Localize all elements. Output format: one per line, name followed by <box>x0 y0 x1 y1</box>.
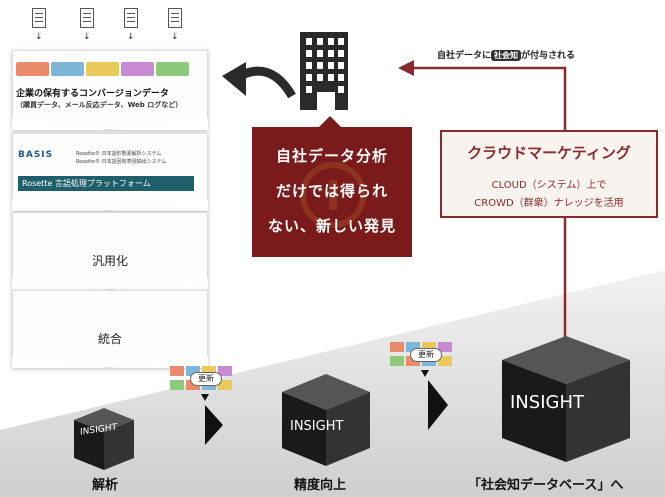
company-data-title: 企業の保有するコンバージョンデータ <box>16 89 169 99</box>
social-knowledge-badge: 社会知 <box>491 50 522 61</box>
basis-logo: BASIS <box>18 150 54 160</box>
step-rosette <box>12 133 208 211</box>
generalize-label: 汎用化 <box>91 254 128 268</box>
cloud-line-2: CROWD（群衆）ナレッジを活用 <box>474 198 624 209</box>
data-chip <box>121 62 154 76</box>
building-icon <box>300 32 348 110</box>
rosette-platform-bar: Rosette 言語処理プラットフォーム <box>18 176 194 191</box>
update-badge: 更新 <box>170 366 242 394</box>
social-database-label: 「社会知データベース」へ <box>468 478 624 493</box>
key-watermark-icon <box>300 162 366 228</box>
cloud-marketing-title: クラウドマーケティング <box>467 144 631 162</box>
update-badge: 更新 <box>390 342 462 370</box>
update-label: 更新 <box>190 372 222 386</box>
red-panel-pointer <box>318 116 342 128</box>
document-icons: ↓ ↓ ↓ ↓ <box>30 8 190 48</box>
basis-line-1: Rosette® 日本語形態素解析システム <box>76 151 162 157</box>
data-chip <box>86 62 119 76</box>
insight-line-3: ない、新しい発見 <box>267 217 396 235</box>
document-icon <box>80 8 94 28</box>
social-label-prefix: 自社データに <box>437 51 492 61</box>
social-label-suffix: が付与される <box>521 51 576 61</box>
arrow-down-icon: ↓ <box>127 32 135 42</box>
accuracy-label: 精度向上 <box>294 478 347 493</box>
social-knowledge-label: 自社データに社会知が付与される <box>437 48 575 61</box>
arrow-down-icon: ↓ <box>171 32 179 42</box>
basis-description: Rosette® 日本語形態素解析システム Rosette® 日本語固有表現抽出… <box>76 150 166 166</box>
company-data-subtitle: （購買データ、メール反応データ、Web ログなど） <box>16 101 183 109</box>
data-chip <box>156 62 189 76</box>
basis-line-2: Rosette® 日本語固有表現抽出システム <box>76 159 167 165</box>
insight-panel <box>252 127 412 257</box>
step-generalize <box>12 212 208 290</box>
document-icon <box>168 8 182 28</box>
basis-box: BASIS Rosette® 日本語形態素解析システム Rosette® 日本語… <box>18 146 198 176</box>
cloud-marketing-box <box>440 130 658 218</box>
data-chips <box>16 62 189 76</box>
arrow-down-icon: ↓ <box>83 32 91 42</box>
analysis-label: 解析 <box>92 478 119 493</box>
arrow-down-icon: ↓ <box>35 32 43 42</box>
cloud-line-1: CLOUD（システム）上で <box>491 180 607 191</box>
document-icon <box>124 8 138 28</box>
insight-line-2: だけでは得られ <box>275 182 388 200</box>
insight-line-1: 自社データ分析 <box>275 147 388 165</box>
document-icon <box>32 8 46 28</box>
step-integrate <box>12 290 208 368</box>
integrate-label: 統合 <box>97 332 122 346</box>
update-label: 更新 <box>410 348 442 362</box>
data-chip <box>51 62 84 76</box>
data-chip <box>16 62 49 76</box>
